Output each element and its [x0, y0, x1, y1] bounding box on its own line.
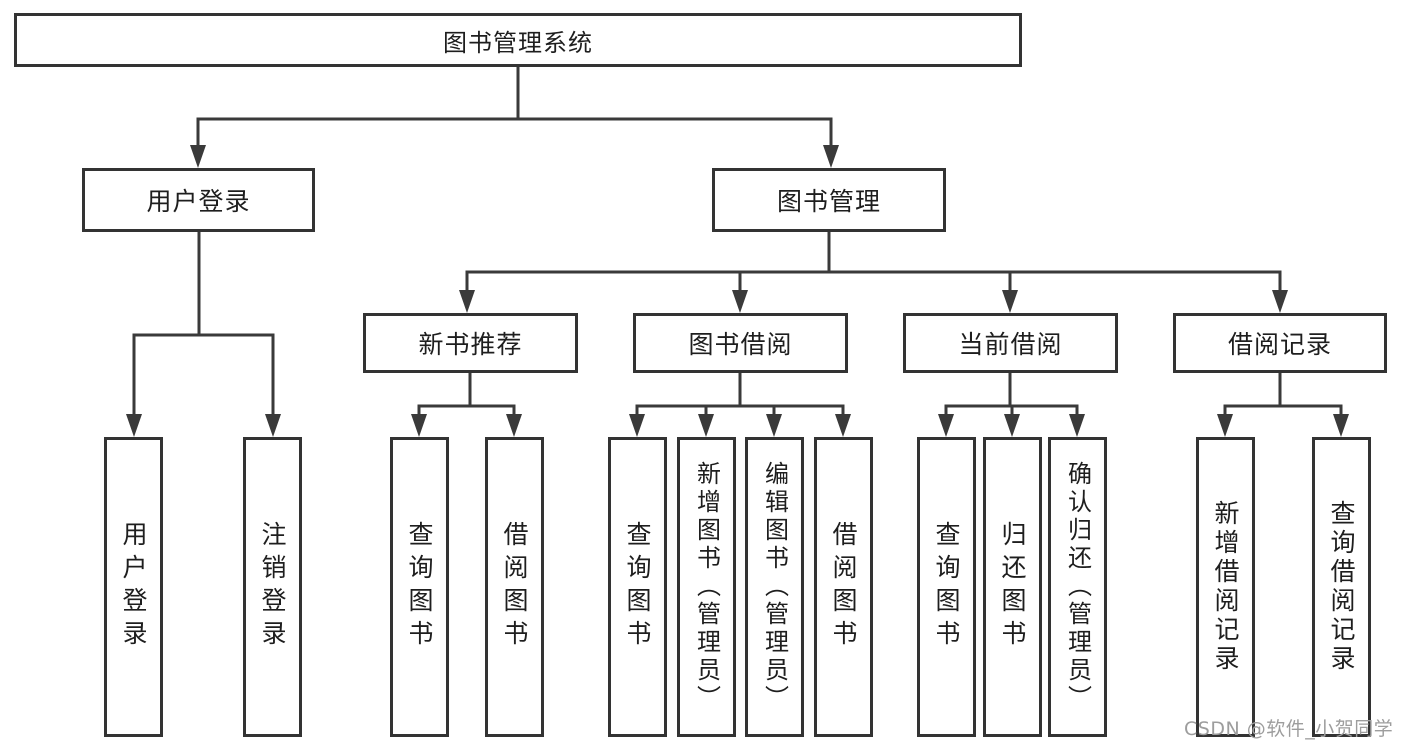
- leaf-label: 查询图书: [623, 521, 652, 653]
- tree-edges: [132, 66, 1343, 417]
- leaf-edit-book-admin: 编辑图书（管理员）: [745, 437, 804, 737]
- leaf-logout: 注销登录: [243, 437, 302, 737]
- node-new-book-recommend: 新书推荐: [363, 313, 578, 373]
- csdn-watermark: CSDN @软件_小贺同学: [1184, 718, 1394, 740]
- leaf-label: 用户登录: [119, 521, 148, 653]
- arrowheads: [126, 145, 1349, 437]
- leaf-add-book-admin: 新增图书（管理员）: [677, 437, 736, 737]
- leaf-query-book-recommend: 查询图书: [390, 437, 449, 737]
- leaf-label: 查询借阅记录: [1327, 500, 1356, 674]
- node-label: 新书推荐: [418, 330, 523, 359]
- leaf-borrow-book: 借阅图书: [814, 437, 873, 737]
- node-user-login: 用户登录: [82, 168, 315, 232]
- leaf-label: 注销登录: [258, 521, 287, 653]
- node-borrow-records: 借阅记录: [1173, 313, 1387, 373]
- leaf-add-borrow-record: 新增借阅记录: [1196, 437, 1255, 737]
- node-label: 图书管理: [776, 187, 881, 216]
- leaf-label: 查询图书: [405, 521, 434, 653]
- leaf-query-book-current: 查询图书: [917, 437, 976, 737]
- node-current-borrow: 当前借阅: [903, 313, 1118, 373]
- node-root-library-system: 图书管理系统: [14, 13, 1022, 67]
- leaf-user-login: 用户登录: [104, 437, 163, 737]
- node-label: 用户登录: [146, 187, 251, 216]
- leaf-confirm-return-admin: 确认归还（管理员）: [1048, 437, 1107, 737]
- leaf-label: 借阅图书: [500, 521, 529, 653]
- leaf-query-book-borrow: 查询图书: [608, 437, 667, 737]
- node-book-borrow: 图书借阅: [633, 313, 848, 373]
- leaf-label: 确认归还（管理员）: [1063, 461, 1092, 713]
- leaf-label: 新增借阅记录: [1211, 500, 1240, 674]
- node-book-management: 图书管理: [712, 168, 946, 232]
- leaf-label: 归还图书: [998, 521, 1027, 653]
- leaf-label: 新增图书（管理员）: [692, 461, 721, 713]
- leaf-query-borrow-record: 查询借阅记录: [1312, 437, 1371, 737]
- node-label: 图书管理系统: [443, 28, 593, 57]
- node-label: 图书借阅: [688, 330, 793, 359]
- node-label: 当前借阅: [958, 330, 1063, 359]
- leaf-label: 查询图书: [932, 521, 961, 653]
- node-label: 借阅记录: [1227, 330, 1332, 359]
- leaf-label: 借阅图书: [829, 521, 858, 653]
- leaf-return-book: 归还图书: [983, 437, 1042, 737]
- leaf-label: 编辑图书（管理员）: [760, 461, 789, 713]
- leaf-borrow-book-recommend: 借阅图书: [485, 437, 544, 737]
